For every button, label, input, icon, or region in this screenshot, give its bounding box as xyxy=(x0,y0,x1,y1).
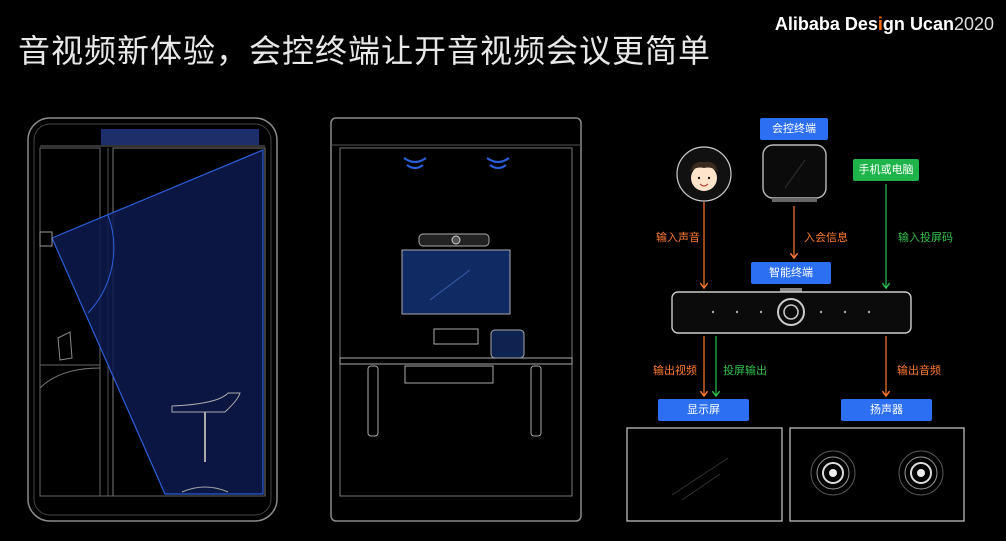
phone-or-pc-tag: 手机或电脑 xyxy=(853,159,919,181)
smart-terminal-device-icon xyxy=(671,288,912,334)
wifi-icon xyxy=(403,157,510,170)
brand-year: 2020 xyxy=(953,14,994,34)
input-cast-code-label: 输入投屏码 xyxy=(898,231,953,244)
cast-output-label: 投屏输出 xyxy=(723,364,767,377)
speaker-box-icon xyxy=(789,427,965,522)
display-screen-icon xyxy=(626,427,783,522)
user-avatar-icon xyxy=(676,146,732,202)
camera-view-cone xyxy=(51,149,264,495)
smart-terminal-tag: 智能终端 xyxy=(751,262,831,284)
flow-diagram xyxy=(626,144,965,522)
brand-design-dot: i xyxy=(877,14,883,34)
page-title: 音视频新体验，会控终端让开音视频会议更简单 xyxy=(18,32,712,70)
brand-design-pre: Des xyxy=(844,14,878,34)
brand-name: Alibaba xyxy=(774,14,840,34)
brand-logo: Alibaba Design Ucan2020 xyxy=(775,14,994,35)
booth-light-bar xyxy=(101,129,259,145)
control-terminal-device-icon xyxy=(762,144,827,202)
output-audio-label: 输出音频 xyxy=(897,364,941,377)
booth-front-view xyxy=(330,117,582,522)
join-info-label: 入会信息 xyxy=(804,231,848,244)
speaker-tag: 扬声器 xyxy=(841,399,932,421)
control-terminal-tag: 会控终端 xyxy=(760,118,828,140)
brand-design-post: gn xyxy=(882,14,905,34)
input-voice-label: 输入声音 xyxy=(656,231,700,244)
brand-ucan: Ucan xyxy=(909,14,954,34)
booth-side-view xyxy=(27,117,278,522)
output-video-label: 输出视频 xyxy=(653,364,697,377)
display-tag: 显示屏 xyxy=(658,399,749,421)
